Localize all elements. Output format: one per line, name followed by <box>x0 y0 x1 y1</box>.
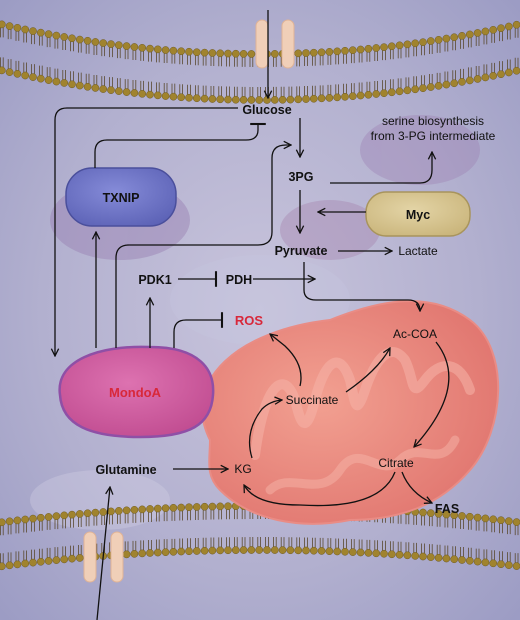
edge-kg-succinate <box>248 400 282 459</box>
pathway-labels: Glucose 3PG Pyruvate Lactate serine bios… <box>95 103 495 516</box>
mitochondrion <box>201 300 500 525</box>
kg-label: KG <box>234 462 251 476</box>
citrate-label: Citrate <box>378 456 414 470</box>
edge-pyruvate-accoa <box>303 262 420 311</box>
cell-membranes <box>0 19 520 583</box>
glutamine-label: Glutamine <box>95 463 156 477</box>
edge-glucose-mondoa <box>55 107 238 356</box>
txnip-label: TXNIP <box>103 191 140 205</box>
edge-succinate-acoa <box>345 348 390 393</box>
pyruvate-label: Pyruvate <box>275 244 328 258</box>
edge-succinate-ros <box>270 334 302 387</box>
myc-node: Myc <box>365 191 471 237</box>
serine-label-line2: from 3-PG intermediate <box>371 129 496 143</box>
edge-mondoa-3pg <box>115 145 291 348</box>
edge-citrate-kg <box>244 471 396 507</box>
edge-mondoa-inhibits-ros <box>173 312 224 348</box>
myc-label: Myc <box>406 208 430 222</box>
mondoa-node: MondoA <box>58 345 215 439</box>
pdh-label: PDH <box>226 273 252 287</box>
bottom-transporter-right <box>110 531 124 583</box>
glucose-label: Glucose <box>242 103 291 117</box>
pdk1-label: PDK1 <box>138 273 171 287</box>
edge-citrate-fas <box>401 471 432 503</box>
lactate-label: Lactate <box>398 244 438 258</box>
pg3-label: 3PG <box>288 170 313 184</box>
serine-label-line1: serine biosynthesis <box>382 114 484 128</box>
bottom-transporter-left <box>83 531 97 583</box>
ros-label: ROS <box>235 313 264 328</box>
top-membrane-inner-leaflet <box>0 57 520 104</box>
edge-3pg-serine <box>330 152 432 184</box>
txnip-node: TXNIP <box>65 167 177 227</box>
top-transporter-right <box>281 19 295 69</box>
edge-uptake-glutamine <box>96 487 110 620</box>
fas-label: FAS <box>435 502 459 516</box>
mondoa-label: MondoA <box>109 385 162 400</box>
acoa-label: Ac-COA <box>393 327 437 341</box>
succinate-label: Succinate <box>286 393 339 407</box>
edge-acoa-citrate <box>414 341 450 447</box>
pathway-edges <box>55 10 450 620</box>
edge-txnip-inhibits-glucose <box>94 122 266 168</box>
top-transporter-left <box>255 19 269 69</box>
